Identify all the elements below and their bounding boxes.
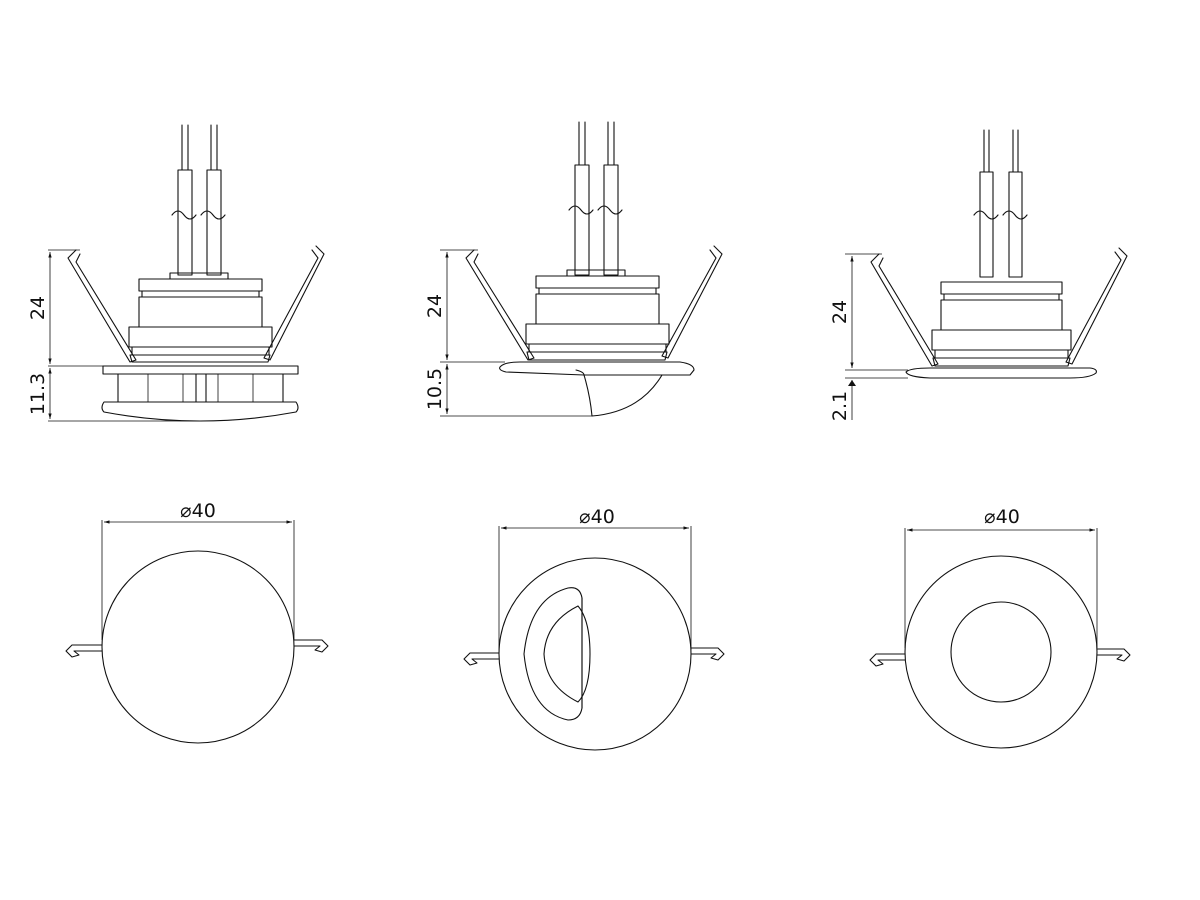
fixture-3-bezel [905, 367, 1097, 379]
fixture-2-dimensions: 24 10.5 [424, 249, 592, 417]
fixture-3-height-lower-label: 2.1 [829, 391, 851, 421]
fixture-2-body [525, 269, 670, 361]
fixture-1-height-upper-label: 24 [27, 296, 49, 320]
fixture-3-spring-clip-left [870, 253, 939, 367]
fixture-3-height-upper-label: 24 [829, 300, 851, 324]
fixture-3-spring-clip-right [1065, 247, 1128, 365]
fixture-1-top-view: ⌀40 [65, 500, 329, 744]
fixture-2-diameter-label: ⌀40 [579, 506, 615, 528]
fixture-1-wires [171, 124, 226, 276]
fixture-2-diameter-dimension: ⌀40 [498, 506, 692, 650]
fixture-2-bezel [499, 361, 695, 417]
fixture-1-body [128, 272, 273, 363]
fixture-3-side-view: 24 2.1 [829, 129, 1128, 421]
fixture-2-top-clip-left [463, 652, 504, 666]
fixture-3-diameter-dimension: ⌀40 [904, 506, 1098, 648]
fixture-3-wires [973, 129, 1028, 278]
fixture-2-spring-clip-left [465, 249, 535, 361]
fixture-1-spring-clip-left [67, 249, 137, 363]
fixture-1-height-lower-label: 11.3 [27, 373, 49, 415]
fixture-2-side-view: 24 10.5 [424, 121, 723, 417]
fixture-2-spring-clip-right [661, 245, 723, 359]
fixture-2-top-circle [498, 557, 692, 751]
fixture-2-height-upper-label: 24 [424, 294, 446, 318]
fixture-3-top-clip-right [1093, 648, 1131, 662]
fixture-1-diameter-dimension: ⌀40 [101, 500, 295, 640]
fixture-1-diameter-label: ⌀40 [180, 500, 216, 522]
fixture-1-top-clip-right [291, 639, 329, 653]
fixture-1-side-view: 24 11.3 [27, 124, 325, 422]
fixture-3-lens-circle [950, 601, 1052, 703]
fixture-3-body [931, 281, 1072, 367]
fixture-1-spring-clip-right [263, 245, 325, 361]
fixture-1-top-clip-left [65, 644, 107, 658]
fixture-2-top-clip-right [688, 647, 725, 661]
fixture-2-eyelid-window [523, 587, 591, 721]
fixture-1-bezel [101, 365, 299, 422]
fixture-2-wires [568, 121, 623, 276]
fixture-2-height-lower-label: 10.5 [424, 368, 446, 410]
fixture-3-dimensions: 24 2.1 [829, 253, 908, 421]
fixture-3-top-circle [904, 555, 1098, 749]
fixture-3-top-view: ⌀40 [869, 506, 1131, 749]
fixture-2-top-view: ⌀40 [463, 506, 725, 751]
fixture-3-top-clip-left [869, 653, 909, 667]
fixture-1-top-circle [101, 550, 295, 744]
fixture-3-diameter-label: ⌀40 [984, 506, 1020, 528]
fixture-1-dimensions: 24 11.3 [27, 249, 200, 422]
